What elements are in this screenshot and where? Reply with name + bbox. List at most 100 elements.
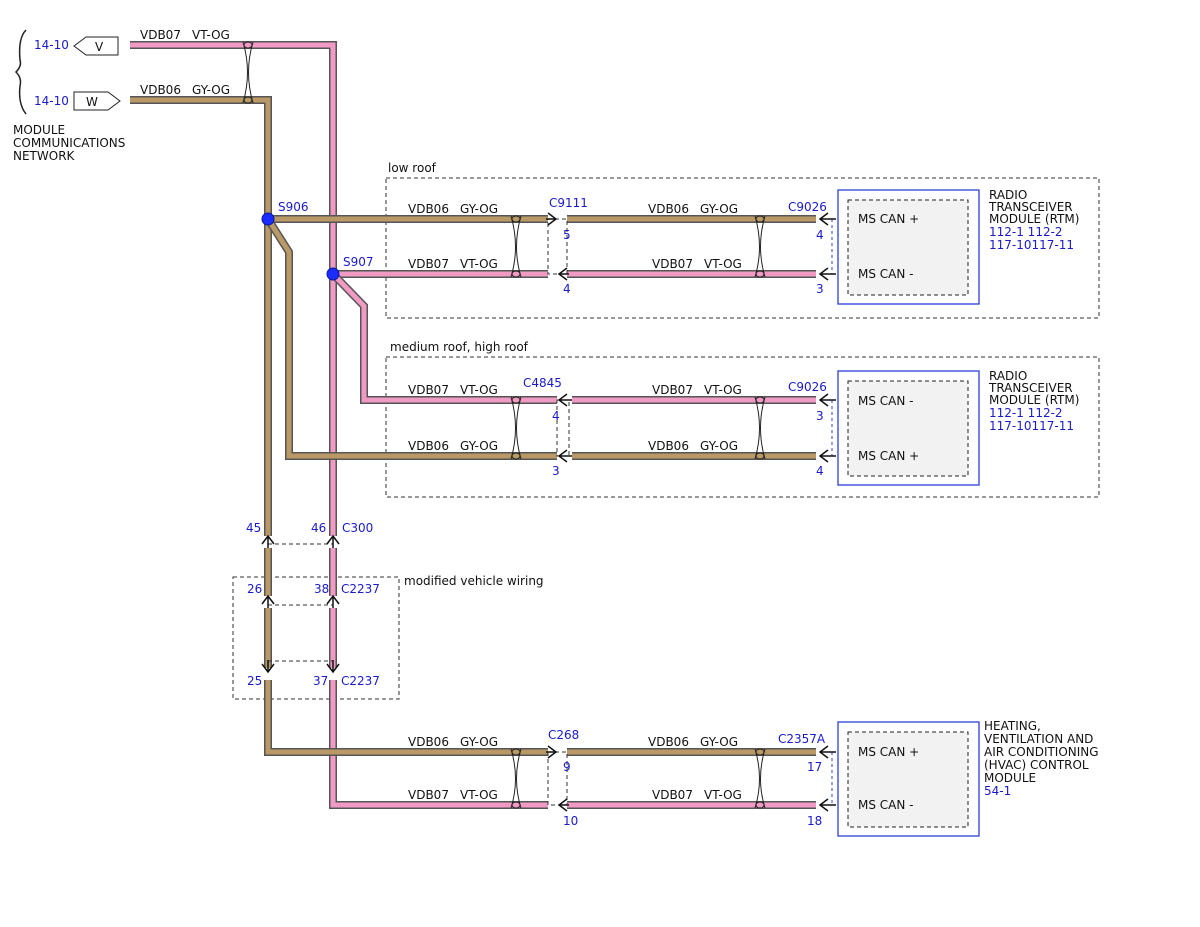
low-w1-top-color: GY-OG: [460, 202, 498, 216]
wire-vdb07-trunk: [130, 41, 337, 536]
rtm-low-ref-1[interactable]: 112-1 112-2: [989, 225, 1063, 239]
rtm-med-ref-2[interactable]: 117-10117-11: [989, 419, 1074, 433]
c2357a-name[interactable]: C2357A: [778, 732, 826, 746]
hvac-name-4: (HVAC) CONTROL: [984, 758, 1089, 772]
connector-c268[interactable]: [546, 745, 569, 812]
hvac-name-2: VENTILATION AND: [984, 732, 1093, 746]
med-w1-top-circuit: VDB07: [408, 383, 449, 397]
network-v-color: VT-OG: [192, 28, 230, 42]
hvac-w1-bot-circuit: VDB07: [408, 788, 449, 802]
modified-wiring-box: [232, 576, 400, 700]
c2357a-pin-top: 17: [807, 760, 822, 774]
rtm-low-name-1: RADIO: [989, 188, 1027, 202]
c300-pin-right: 46: [311, 521, 326, 535]
c2237-upper-name[interactable]: C2237: [341, 582, 380, 596]
splice-s906-label[interactable]: S906: [278, 200, 309, 214]
hvac-w2-top-circuit: VDB06: [648, 735, 689, 749]
c4845-name[interactable]: C4845: [523, 376, 562, 390]
rtm-med-name-1: RADIO: [989, 369, 1027, 383]
wire-vdb07-lower: [329, 548, 816, 809]
c268-pin-top: 9: [563, 760, 571, 774]
hvac-name-3: AIR CONDITIONING: [984, 745, 1099, 759]
c9026-low-pin-bot: 3: [816, 282, 824, 296]
rtm-med-pin-top: MS CAN -: [858, 394, 914, 408]
network-w-color: GY-OG: [192, 83, 230, 97]
low-w1-top-circuit: VDB06: [408, 202, 449, 216]
rtm-med-ref-1[interactable]: 112-1 112-2: [989, 406, 1063, 420]
network-v-flag: [73, 36, 119, 56]
rtm-low-pin-bot: MS CAN -: [858, 267, 914, 281]
low-w2-bot-color: VT-OG: [704, 257, 742, 271]
splice-s907-label[interactable]: S907: [343, 255, 374, 269]
network-w-letter: W: [86, 95, 98, 109]
splice-s907[interactable]: [326, 267, 340, 281]
connector-c9111[interactable]: [546, 212, 569, 281]
c300-name[interactable]: C300: [342, 521, 373, 535]
c268-name[interactable]: C268: [548, 728, 579, 742]
hvac-ref-1[interactable]: 54-1: [984, 784, 1011, 798]
c9111-name[interactable]: C9111: [549, 196, 588, 210]
network-w-ref[interactable]: 14-10: [34, 94, 69, 108]
c4845-pin-top: 4: [552, 409, 560, 423]
c2237-lower-pin-left: 25: [247, 674, 262, 688]
hvac-w1-top-color: GY-OG: [460, 735, 498, 749]
hvac-pin-bot: MS CAN -: [858, 798, 914, 812]
hvac-w2-bot-circuit: VDB07: [652, 788, 693, 802]
hvac-w1-top-circuit: VDB06: [408, 735, 449, 749]
c268-pin-bot: 10: [563, 814, 578, 828]
network-label-1: MODULE: [13, 123, 65, 137]
rtm-low-name-2: TRANSCEIVER: [988, 200, 1073, 214]
rtm-module-low-roof[interactable]: [837, 189, 980, 305]
hvac-w2-top-color: GY-OG: [700, 735, 738, 749]
rtm-med-name-2: TRANSCEIVER: [988, 381, 1073, 395]
hvac-name-1: HEATING,: [984, 719, 1041, 733]
hvac-w2-bot-color: VT-OG: [704, 788, 742, 802]
low-w1-bot-color: VT-OG: [460, 257, 498, 271]
hvac-w1-bot-color: VT-OG: [460, 788, 498, 802]
twisted-pair-symbols: [242, 41, 766, 809]
wire-vdb06-trunk: [130, 96, 272, 536]
rtm-low-ref-2[interactable]: 117-10117-11: [989, 238, 1074, 252]
c9111-pin-top: 5: [563, 228, 571, 242]
modified-wiring-title: modified vehicle wiring: [404, 574, 544, 588]
c9026-low-name[interactable]: C9026: [788, 200, 827, 214]
network-w-circuit: VDB06: [140, 83, 181, 97]
c300-pin-left: 45: [246, 521, 261, 535]
rtm-med-pin-bot: MS CAN +: [858, 449, 919, 463]
c4845-pin-bot: 3: [552, 464, 560, 478]
c9026-med-pin-bot: 4: [816, 464, 824, 478]
c9026-med-name[interactable]: C9026: [788, 380, 827, 394]
rtm-low-name-3: MODULE (RTM): [989, 212, 1079, 226]
rtm-low-pin-top: MS CAN +: [858, 212, 919, 226]
low-w1-bot-circuit: VDB07: [408, 257, 449, 271]
network-v-circuit: VDB07: [140, 28, 181, 42]
c2357a-pin-bot: 18: [807, 814, 822, 828]
network-brace: [14, 29, 27, 115]
med-w1-top-color: VT-OG: [460, 383, 498, 397]
med-w1-bot-color: GY-OG: [460, 439, 498, 453]
rtm-module-medium-roof[interactable]: [837, 370, 980, 486]
connector-c4845[interactable]: [556, 393, 572, 463]
med-w2-bot-color: GY-OG: [700, 439, 738, 453]
low-roof-title: low roof: [388, 161, 437, 175]
network-v-ref[interactable]: 14-10: [34, 38, 69, 52]
med-w2-bot-circuit: VDB06: [648, 439, 689, 453]
c2237-lower-name[interactable]: C2237: [341, 674, 380, 688]
med-w2-top-color: VT-OG: [704, 383, 742, 397]
splice-s906[interactable]: [261, 212, 275, 226]
connector-c2237-lower[interactable]: [261, 660, 340, 674]
network-v-letter: V: [95, 40, 104, 54]
network-w-flag: [73, 91, 121, 111]
low-w2-top-color: GY-OG: [700, 202, 738, 216]
c9026-low-pin-top: 4: [816, 228, 824, 242]
low-w2-top-circuit: VDB06: [648, 202, 689, 216]
rtm-med-name-3: MODULE (RTM): [989, 393, 1079, 407]
med-w1-bot-circuit: VDB06: [408, 439, 449, 453]
c9111-pin-bot: 4: [563, 282, 571, 296]
connector-c2237-upper[interactable]: [261, 594, 340, 608]
network-label-3: NETWORK: [13, 149, 76, 163]
connector-c300[interactable]: [261, 534, 340, 548]
module-pin-arrows: [818, 212, 836, 812]
hvac-module[interactable]: [837, 721, 980, 837]
hvac-pin-top: MS CAN +: [858, 745, 919, 759]
